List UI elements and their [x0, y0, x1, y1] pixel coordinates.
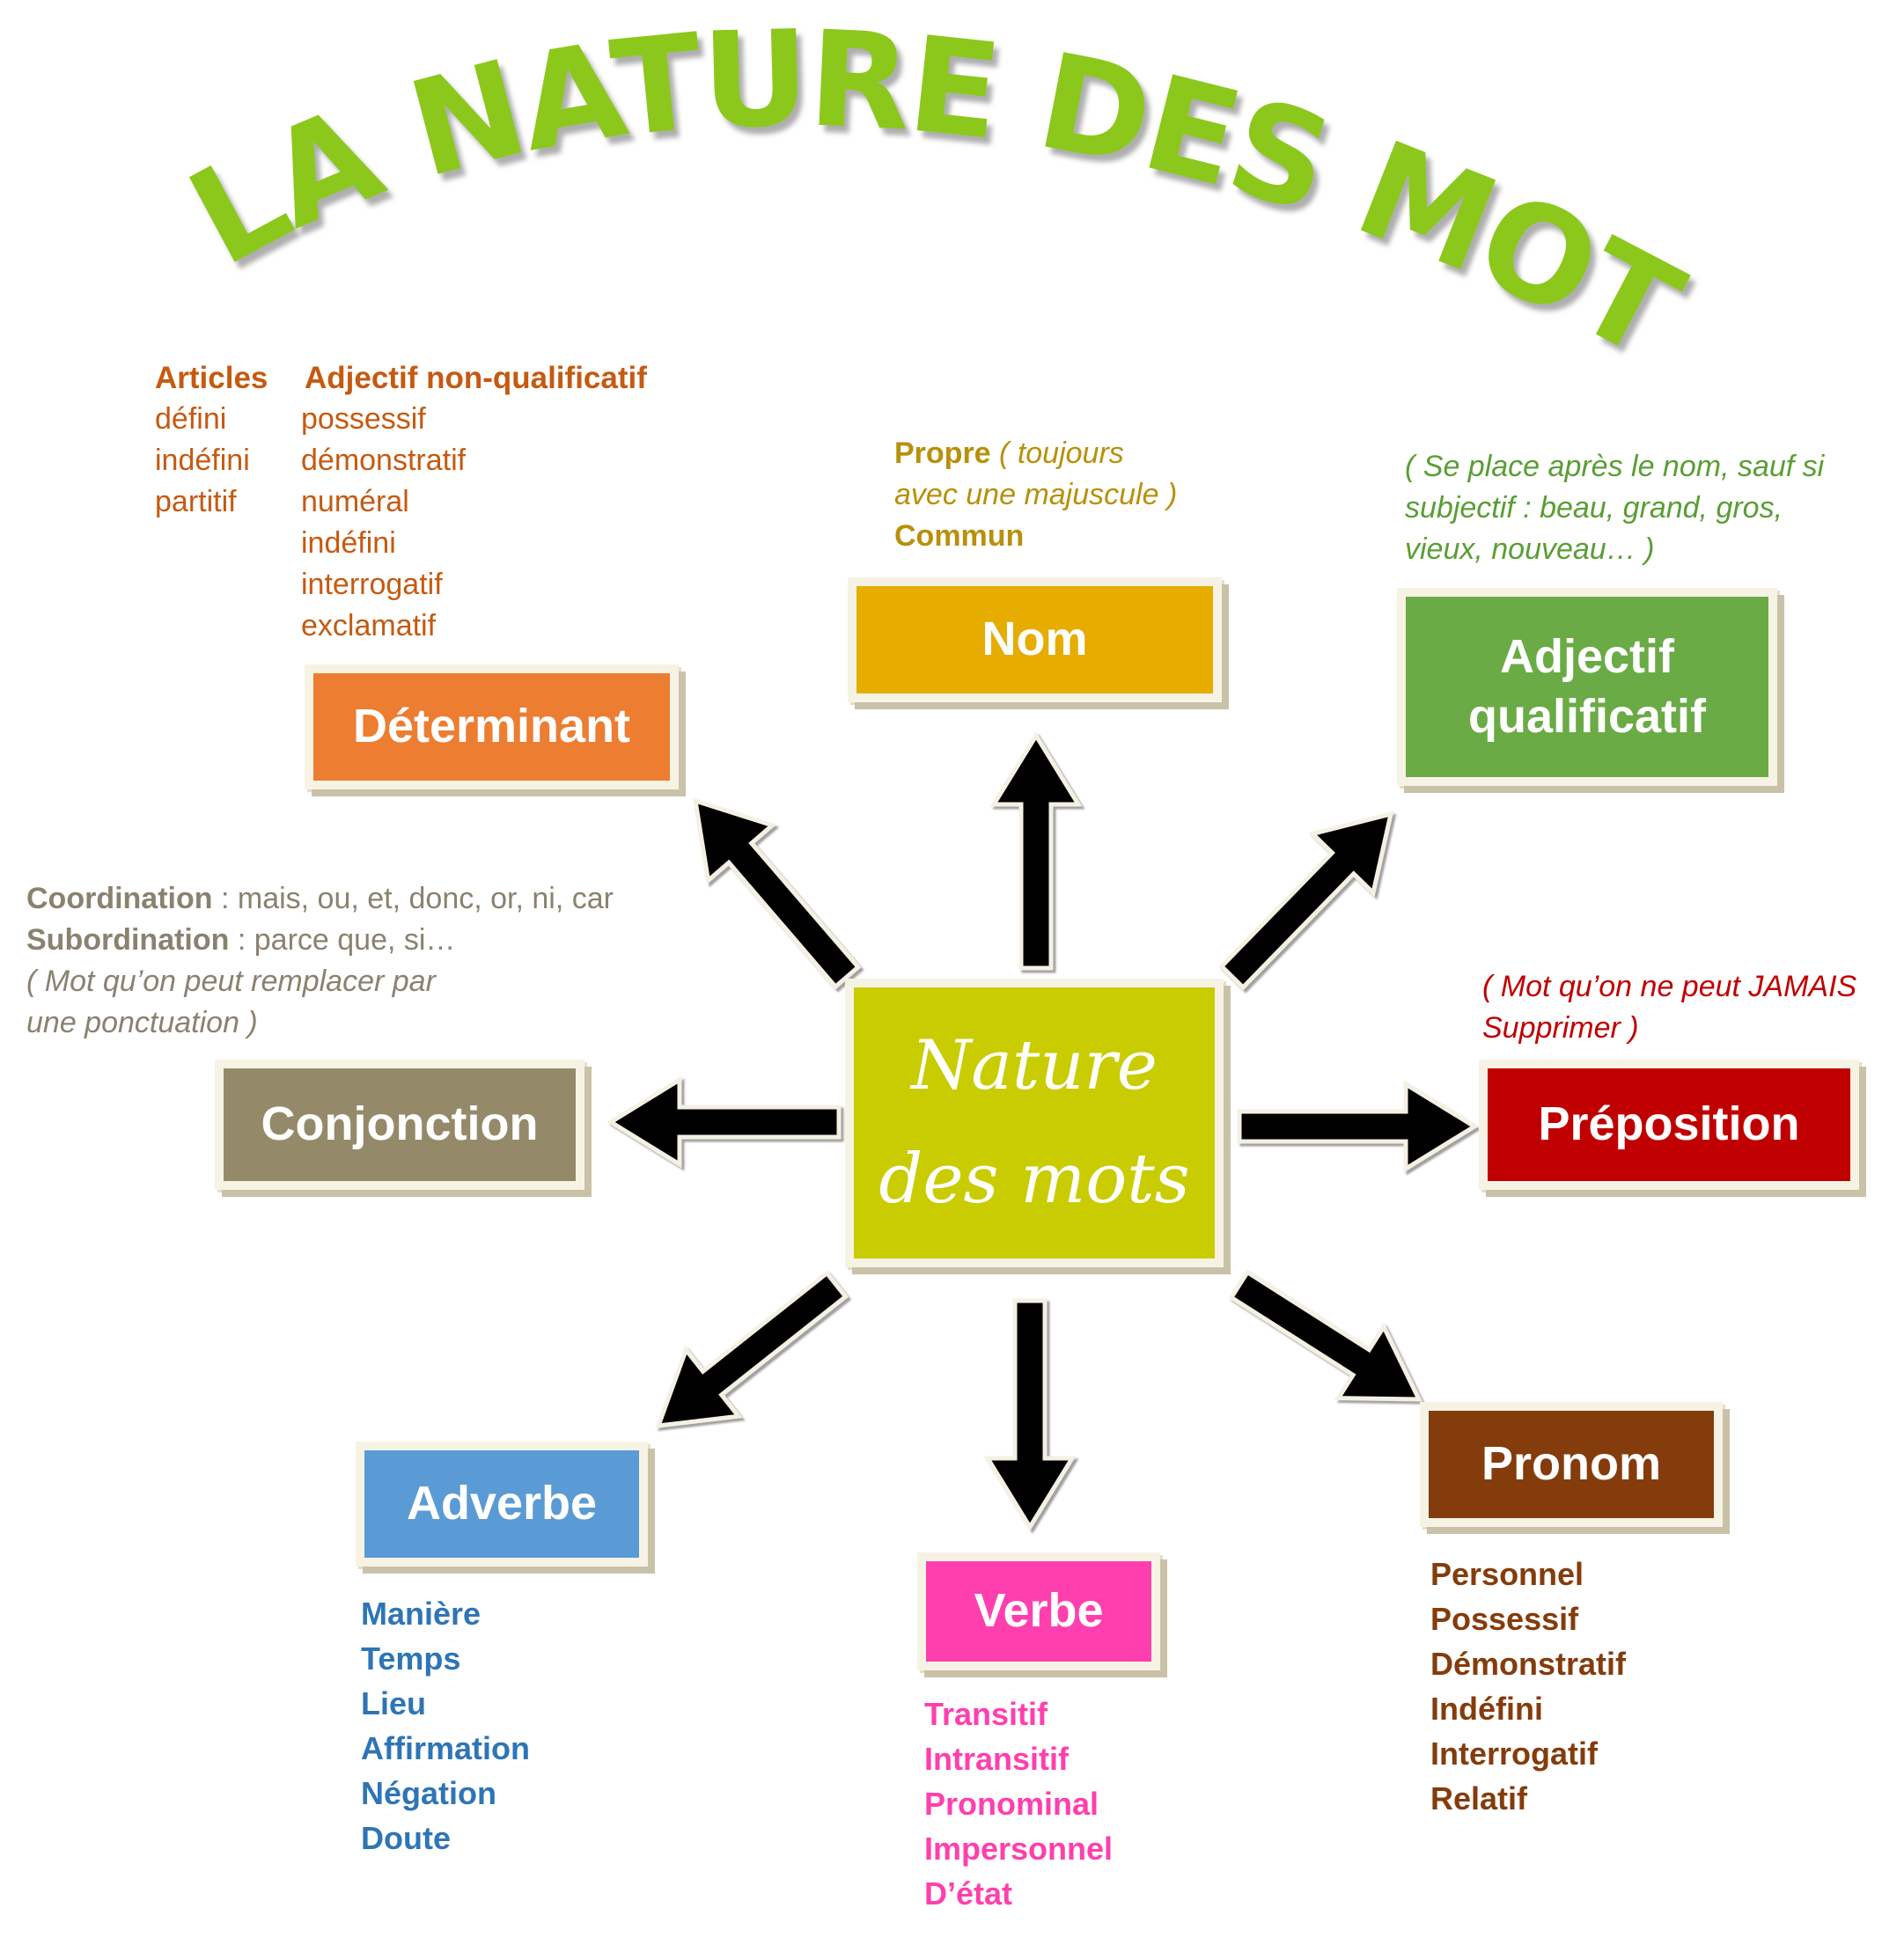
nom-commun: Commun [894, 519, 1025, 553]
list-item: Interrogatif [1430, 1736, 1599, 1772]
verbe-list: Transitif Intransitif Pronominal Imperso… [924, 1691, 1113, 1916]
list-item: Possessif [1430, 1601, 1579, 1637]
center-label: Nature des mots [878, 1026, 1190, 1219]
list-item: Manière [361, 1596, 482, 1632]
node-conjonction-label: Conjonction [261, 1097, 539, 1151]
node-verbe-label: Verbe [974, 1584, 1104, 1638]
arrow-to-verbe [983, 1298, 1077, 1531]
determinant-articles: Articles défini indéfini partitif [155, 357, 268, 523]
nom-annotation: Propre ( toujours avec une majuscule ) C… [894, 433, 1177, 557]
conjonction-coordination-list: : mais, ou, et, donc, or, ni, car [212, 882, 614, 915]
list-item: Pronominal [924, 1786, 1099, 1822]
list-item: Personnel [1430, 1556, 1584, 1592]
conjonction-annotation: Coordination : mais, ou, et, donc, or, n… [26, 878, 614, 1044]
node-adjectif: Adjectif qualificatif [1397, 588, 1777, 786]
arrow-to-preposition [1237, 1080, 1479, 1173]
node-preposition: Préposition [1479, 1060, 1859, 1190]
adverbe-list: Manière Temps Lieu Affirmation Négation … [361, 1591, 530, 1860]
nom-propre: Propre [894, 437, 991, 470]
node-adjectif-label: Adjectif qualificatif [1467, 630, 1707, 743]
center-node: Nature des mots [845, 979, 1224, 1267]
list-item: démonstratif [301, 444, 467, 477]
preposition-note-line: Supprimer ) [1482, 1011, 1639, 1045]
nom-propre-note-1: ( toujours [999, 437, 1124, 470]
list-item: Négation [361, 1775, 497, 1811]
list-item: Transitif [924, 1696, 1048, 1732]
conjonction-coordination: Coordination [26, 882, 213, 915]
arrow-to-determinant [692, 797, 862, 990]
node-determinant-label: Déterminant [352, 700, 631, 753]
articles-header: Articles [155, 361, 268, 395]
preposition-note-line: ( Mot qu’on ne peut JAMAIS [1482, 970, 1857, 1003]
page-title: LA NATURE DES MOTS [0, 0, 1707, 389]
node-adverbe: Adverbe [356, 1442, 648, 1567]
list-item: Lieu [361, 1685, 427, 1721]
arrow-to-adverbe [655, 1270, 849, 1428]
list-item: Relatif [1430, 1780, 1528, 1816]
list-item: Intransitif [924, 1741, 1070, 1777]
conjonction-note-line: ( Mot qu’on peut remplacer par [26, 965, 436, 998]
list-item: Démonstratif [1430, 1646, 1627, 1682]
list-item: exclamatif [301, 609, 437, 642]
conjonction-subordination: Subordination [26, 923, 230, 957]
determinant-adjectifs: Adjectif non-qualificatif possessif démo… [301, 357, 647, 647]
node-nom: Nom [848, 577, 1222, 702]
arrow-to-adjectif [1218, 811, 1394, 991]
pronom-list: Personnel Possessif Démonstratif Indéfin… [1430, 1552, 1626, 1821]
preposition-note: ( Mot qu’on ne peut JAMAIS Supprimer ) [1482, 966, 1856, 1049]
adjectif-note: ( Se place après le nom, sauf si subject… [1405, 446, 1824, 570]
arrow-to-conjonction [606, 1075, 842, 1169]
arrow-to-pronom [1228, 1269, 1423, 1402]
adjectif-note-line: ( Se place après le nom, sauf si [1405, 450, 1825, 483]
node-verbe: Verbe [917, 1552, 1160, 1670]
list-item: Indéfini [1430, 1691, 1543, 1727]
node-preposition-label: Préposition [1538, 1097, 1800, 1151]
node-conjonction: Conjonction [215, 1060, 584, 1190]
adjectif-note-line: vieux, nouveau… ) [1405, 532, 1655, 566]
list-item: interrogatif [301, 568, 443, 601]
list-item: Temps [361, 1640, 461, 1677]
list-item: partitif [155, 485, 237, 518]
list-item: indéfini [301, 526, 396, 560]
list-item: D’état [924, 1875, 1013, 1912]
adj-nonqualif-header: Adjectif non-qualificatif [305, 361, 647, 395]
node-pronom: Pronom [1420, 1402, 1723, 1527]
conjonction-note-line: une ponctuation ) [26, 1006, 258, 1039]
list-item: numéral [301, 485, 409, 518]
nom-propre-note-2: avec une majuscule ) [894, 478, 1178, 511]
list-item: Doute [361, 1820, 451, 1856]
node-adverbe-label: Adverbe [406, 1477, 598, 1530]
node-determinant: Déterminant [305, 664, 679, 789]
node-nom-label: Nom [981, 613, 1088, 666]
list-item: indéfini [155, 444, 250, 477]
conjonction-subordination-list: : parce que, si… [229, 923, 456, 957]
list-item: Impersonnel [924, 1831, 1114, 1867]
adjectif-note-line: subjectif : beau, grand, gros, [1405, 491, 1783, 525]
list-item: possessif [301, 402, 426, 436]
arrow-to-nom [989, 731, 1083, 971]
node-pronom-label: Pronom [1481, 1437, 1661, 1491]
list-item: défini [155, 402, 227, 436]
list-item: Affirmation [361, 1730, 530, 1766]
